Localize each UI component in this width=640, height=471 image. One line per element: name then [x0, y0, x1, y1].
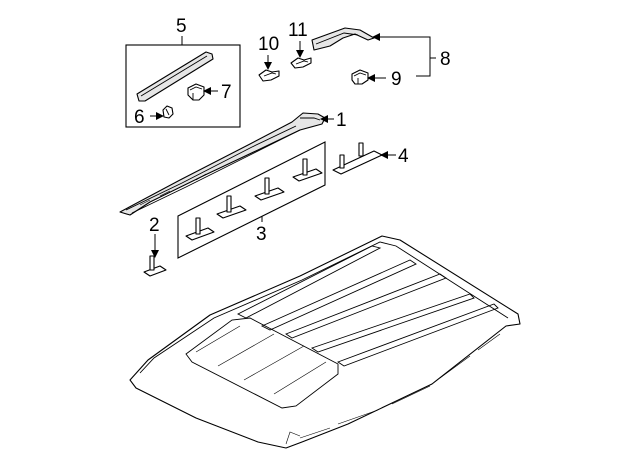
roof-panel [129, 235, 521, 449]
stud-d [292, 158, 323, 182]
callout-2: 2 [149, 215, 160, 236]
callout-4: 4 [398, 146, 409, 167]
callout-6: 6 [134, 107, 145, 128]
callout-10: 10 [258, 34, 279, 55]
clip-6 [162, 105, 174, 119]
stud-c [254, 177, 285, 201]
part-5-box [125, 44, 241, 128]
stud-plate-4 [332, 142, 383, 175]
front-cover-strip [136, 51, 214, 102]
end-cap-8 [311, 27, 375, 51]
callout-3: 3 [256, 224, 267, 245]
callout-1: 1 [336, 110, 347, 131]
clip-10 [258, 69, 280, 82]
clip-9 [351, 69, 369, 85]
part-3-kit [177, 141, 326, 259]
roof-ribs [236, 245, 499, 367]
callout-9: 9 [391, 69, 402, 90]
stud-2 [143, 255, 167, 277]
clip-11 [290, 57, 312, 69]
roof-rail-1 [119, 112, 326, 216]
roof-recess [185, 317, 339, 409]
leader-lines [150, 33, 436, 258]
callout-labels: 1 2 3 4 5 6 7 8 9 10 11 [134, 16, 451, 245]
callout-11: 11 [288, 20, 308, 41]
stud-b [216, 195, 247, 219]
callout-5: 5 [176, 16, 187, 37]
callout-8: 8 [440, 49, 451, 70]
callout-7: 7 [221, 82, 232, 103]
clip-7 [187, 83, 205, 101]
part-3-box [177, 141, 326, 259]
part-5-kit [125, 36, 241, 128]
stud-a [185, 217, 215, 241]
